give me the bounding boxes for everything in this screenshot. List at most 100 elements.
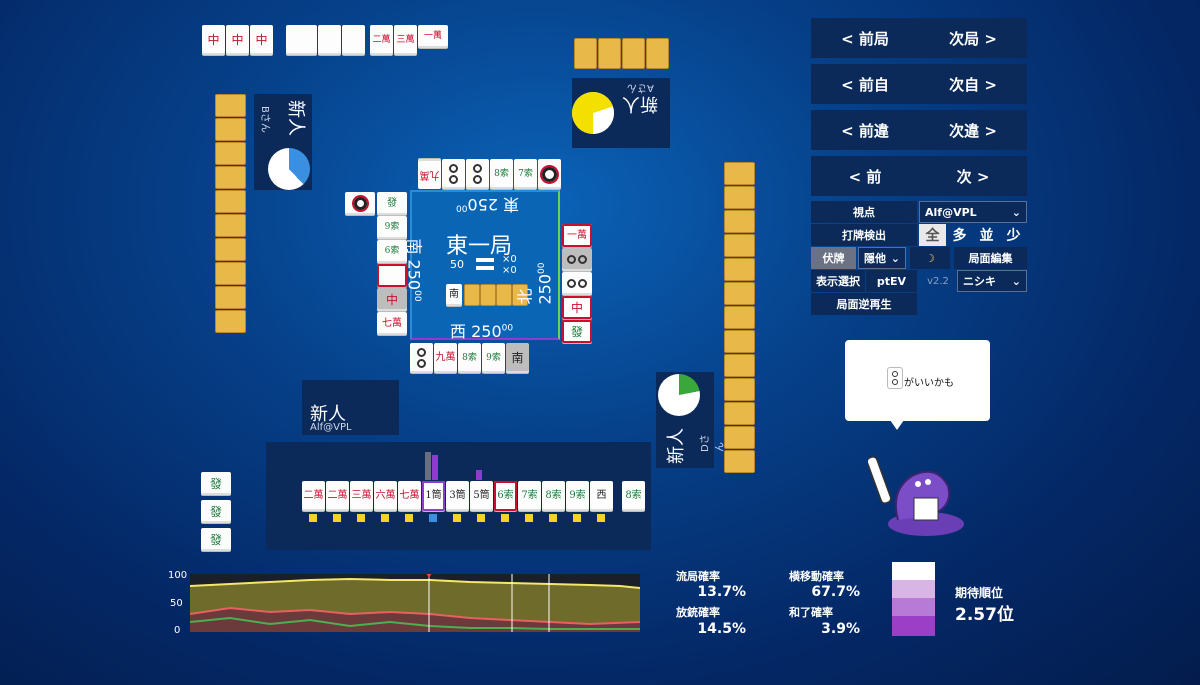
- graph-y-0: 0: [174, 625, 181, 636]
- seat-score-sup: 00: [411, 290, 422, 302]
- drawn-tile[interactable]: 8索: [622, 481, 645, 511]
- hand-tile[interactable]: 9索: [566, 481, 589, 511]
- graph-y-50: 50: [170, 598, 183, 609]
- seat-score-sup: 00: [537, 262, 548, 274]
- tile-back: [724, 210, 755, 233]
- discard-tile: 一萬: [562, 224, 592, 247]
- player-tag-right: 新人 Dさん: [656, 372, 726, 468]
- discard-tile: 發: [377, 192, 407, 215]
- tile-back: [215, 166, 246, 189]
- draw-prob-label: 流局確率: [676, 570, 720, 583]
- version-label: v2.2: [927, 275, 949, 287]
- detect-option-few[interactable]: 少: [1006, 228, 1021, 244]
- seat-wind: 南: [404, 238, 424, 255]
- hand-tile[interactable]: 三萬: [350, 481, 373, 511]
- ptev-button[interactable]: ptEV: [866, 270, 917, 292]
- hidden-select[interactable]: 隠他⌄: [858, 247, 906, 269]
- hidden-toggle[interactable]: 伏牌: [811, 247, 856, 269]
- discard-tile: 中: [377, 288, 407, 311]
- seat-north: 北 25000: [512, 255, 555, 305]
- discard-tile: 九萬: [434, 343, 457, 373]
- hand-tile[interactable]: 6索: [494, 481, 517, 511]
- next-button[interactable]: 次 >: [956, 167, 990, 186]
- viewpoint-value: Alf@VPL: [925, 205, 977, 219]
- player-name: 新人: [285, 100, 306, 136]
- tile-marker: [549, 514, 557, 522]
- meld-tile: 三萬: [394, 25, 417, 55]
- nav-diff-row: < 前違 次違 >: [811, 110, 1027, 150]
- player-sub: Alf@VPL: [310, 422, 352, 433]
- tile-marker: [309, 514, 317, 522]
- hand-tile[interactable]: 5筒: [470, 481, 493, 511]
- graph-y-100: 100: [168, 570, 188, 581]
- hand-tile[interactable]: 西: [590, 481, 613, 511]
- nav-round-row: < 前局 次局 >: [811, 18, 1027, 58]
- meld-tile: 中: [226, 25, 249, 55]
- reverse-replay-button[interactable]: 局面逆再生: [811, 293, 917, 315]
- next-round-button[interactable]: 次局 >: [949, 29, 997, 48]
- prev-diff-button[interactable]: < 前違: [841, 121, 889, 140]
- expected-rank-label: 期待順位: [955, 586, 1004, 600]
- discard-tile: [538, 159, 561, 189]
- hand-tile[interactable]: 七萬: [398, 481, 421, 511]
- detect-option-many[interactable]: 多: [952, 228, 967, 244]
- hand-tile[interactable]: 3筒: [446, 481, 469, 511]
- deal-in-prob-label: 放銃確率: [676, 606, 720, 619]
- tile-back: [215, 118, 246, 141]
- prev-self-button[interactable]: < 前自: [841, 75, 889, 94]
- prev-button[interactable]: < 前: [848, 167, 882, 186]
- player-name: 新人: [666, 428, 687, 464]
- dora-indicator: 南: [446, 284, 462, 306]
- detect-option-normal[interactable]: 並: [979, 228, 994, 244]
- win-prob-value: 3.9%: [821, 621, 860, 637]
- discard-tile: [410, 343, 433, 373]
- next-self-button[interactable]: 次自 >: [949, 75, 997, 94]
- hand-tile[interactable]: 8索: [542, 481, 565, 511]
- tile-back: [724, 378, 755, 401]
- advice-tile: [888, 368, 902, 388]
- discard-tile: 中: [562, 296, 592, 319]
- next-diff-button[interactable]: 次違 >: [949, 121, 997, 140]
- hand-tile[interactable]: 六萬: [374, 481, 397, 511]
- discard-tile: 7索: [514, 159, 537, 189]
- hand-tile[interactable]: 1筒: [422, 481, 445, 511]
- seat-wind: 北: [515, 288, 535, 305]
- chevron-down-icon: ⌄: [1011, 205, 1021, 219]
- advice-text: がいいかも: [904, 378, 954, 389]
- seat-wind: 東: [503, 195, 520, 214]
- seat-south: 南 25000: [404, 238, 428, 301]
- discard-tile: 發: [562, 320, 592, 343]
- tile-back: [724, 426, 755, 449]
- tile-marker: [525, 514, 533, 522]
- expected-rank-value: 2.57位: [955, 605, 1014, 625]
- honba-stick-icon: [476, 266, 494, 270]
- tile-back: [215, 238, 246, 261]
- tile-back: [724, 450, 755, 473]
- discard-tile: 南: [506, 343, 529, 373]
- player-sub: Aさん: [627, 82, 654, 93]
- player-tag-self: 新人 Alf@VPL: [302, 380, 399, 435]
- hand-tile[interactable]: 二萬: [326, 481, 349, 511]
- detect-label: 打牌検出: [811, 224, 917, 246]
- progress-pie: [268, 148, 310, 190]
- seat-score: 250: [535, 273, 555, 305]
- seat-score: 250: [471, 322, 502, 341]
- tile-back: [724, 354, 755, 377]
- hand-tile[interactable]: 7索: [518, 481, 541, 511]
- discard-tile: [442, 159, 465, 189]
- meld-tile-white: [286, 25, 317, 55]
- tile-marker: [333, 514, 341, 522]
- tile-back: [215, 142, 246, 165]
- detect-option-all[interactable]: 全: [919, 224, 946, 246]
- display-select-button[interactable]: 表示選択: [811, 270, 865, 292]
- hand-tile[interactable]: 二萬: [302, 481, 325, 511]
- edit-position-button[interactable]: 局面編集: [954, 247, 1027, 269]
- advice-bubble: がいいかも: [845, 340, 990, 430]
- player-tag-top: 新人 Aさん: [572, 78, 670, 148]
- meld-tile: 中: [202, 25, 225, 55]
- viewpoint-select[interactable]: Alf@VPL ⌄: [919, 201, 1027, 223]
- chevron-down-icon: ⌄: [1011, 274, 1021, 288]
- prev-round-button[interactable]: < 前局: [841, 29, 889, 48]
- model-select[interactable]: ニシキ⌄: [957, 270, 1027, 292]
- moon-icon[interactable]: ☽: [910, 247, 950, 269]
